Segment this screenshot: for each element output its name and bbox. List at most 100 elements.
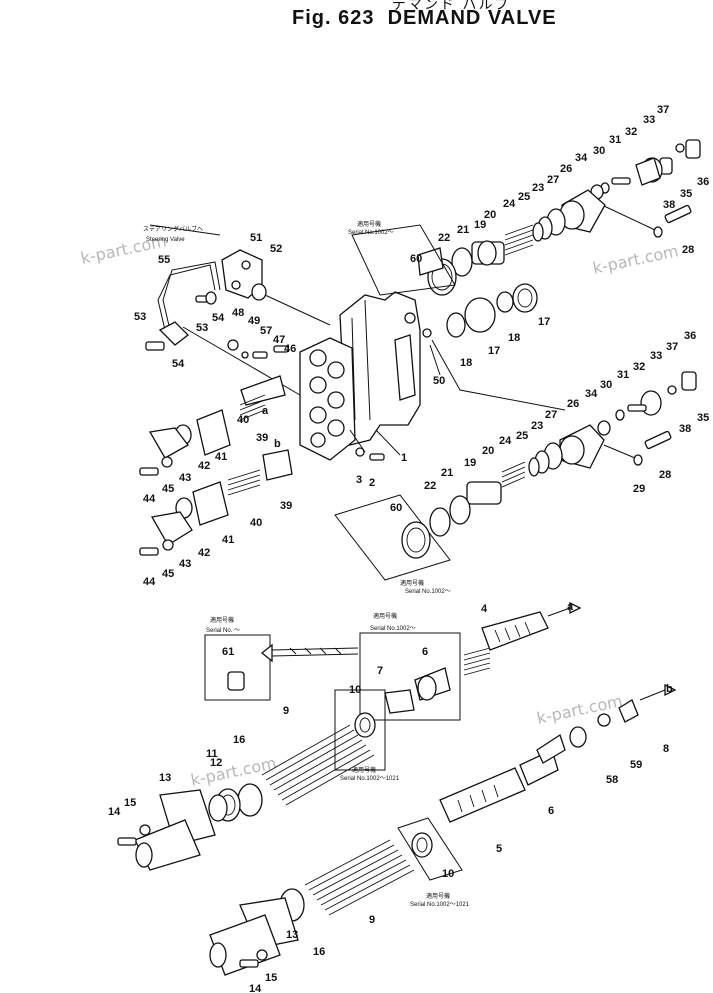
part-label: 49 — [248, 315, 260, 327]
part-label: 19 — [464, 457, 476, 469]
part-label: 5 — [496, 843, 502, 855]
part-label: 22 — [438, 232, 450, 244]
part-label: a — [567, 601, 574, 613]
part-label: 39 — [256, 432, 268, 444]
part-label: 35 — [697, 412, 709, 424]
part-label: 48 — [232, 307, 244, 319]
part-label: 45 — [162, 568, 174, 580]
part-label: 2 — [369, 477, 375, 489]
part-label: 36 — [684, 330, 696, 342]
part-label: 40 — [237, 414, 249, 426]
part-label: 18 — [460, 357, 472, 369]
part-label: 20 — [482, 445, 494, 457]
part-label: 27 — [547, 174, 559, 186]
part-label: 28 — [659, 469, 671, 481]
part-label: 44 — [143, 576, 156, 588]
part-label: b — [666, 683, 673, 695]
middle-right-assembly — [429, 371, 697, 537]
part-label: 17 — [538, 316, 550, 328]
part-label: 21 — [441, 467, 453, 479]
part-label: 41 — [222, 534, 234, 546]
part-label: 41 — [215, 451, 227, 463]
upper-inset: 適用号機 Serial No.1002～ — [348, 220, 456, 296]
part-label: 25 — [516, 430, 528, 442]
serial-note: Serial No.1002～ — [370, 626, 416, 632]
part-label: 45 — [162, 483, 174, 495]
serial-note: Serial No.1002～1021 — [340, 776, 400, 782]
part-label: 13 — [159, 772, 171, 784]
part-label: 20 — [484, 209, 496, 221]
part-label: 21 — [457, 224, 469, 236]
part-label: 29 — [633, 483, 645, 495]
part-label: 43 — [179, 472, 191, 484]
part-label: 23 — [531, 420, 543, 432]
part-label: 4 — [481, 603, 488, 615]
steering-en: Steering Valve — [146, 237, 185, 243]
part-label: 17 — [488, 345, 500, 357]
part-label: 1 — [401, 452, 407, 464]
part-label: 18 — [508, 332, 520, 344]
part-label: 54 — [172, 358, 185, 370]
part-label: 6 — [548, 805, 554, 817]
part-label: 11 — [206, 748, 218, 760]
port-plate — [299, 337, 356, 461]
part-label: 32 — [625, 126, 637, 138]
part-label: 16 — [233, 734, 245, 746]
part-label: 10 — [349, 684, 361, 696]
part-label: 37 — [666, 341, 678, 353]
part-label: 6 — [422, 646, 428, 658]
part-label: 13 — [286, 929, 298, 941]
applicable-label: 適用号機 — [400, 579, 424, 587]
part-label: 7 — [377, 665, 383, 677]
part-label: 27 — [545, 409, 557, 421]
part-label: 16 — [313, 946, 325, 958]
part-label: 43 — [179, 558, 191, 570]
part-label: 44 — [143, 493, 156, 505]
part-label: 55 — [158, 254, 170, 266]
serial-note: Serial No.1002～ — [405, 589, 451, 595]
part-label: 30 — [593, 145, 605, 157]
part-label: 39 — [280, 500, 292, 512]
steering-jp: ステアリングバルブへ — [143, 225, 203, 233]
part-label: 42 — [198, 547, 210, 559]
part-label: 34 — [575, 152, 588, 164]
part-label: 53 — [134, 311, 146, 323]
part-label: 33 — [650, 350, 662, 362]
part-label: 12 — [210, 757, 222, 769]
part-label: 53 — [196, 322, 208, 334]
part-label: 35 — [680, 188, 692, 200]
part-label: 10 — [442, 868, 454, 880]
left-assembly — [139, 224, 385, 556]
part-labels: 37 33 32 31 30 34 26 27 23 25 24 20 19 2… — [108, 104, 709, 993]
part-label: 40 — [250, 517, 262, 529]
middle-inset: 適用号機 Serial No.1002～ — [334, 494, 451, 595]
part-label: 58 — [606, 774, 618, 786]
part-label: 57 — [260, 325, 272, 337]
part-label: 33 — [643, 114, 655, 126]
part-label: 60 — [390, 502, 402, 514]
serial-note: Serial No.1002～ — [348, 230, 394, 236]
part-label: 47 — [273, 334, 285, 346]
part-label: 52 — [270, 243, 282, 255]
part-label: 24 — [503, 198, 516, 210]
bottom-assembly: 適用号機 Serial No. ～ 適用号機 Serial No.1002～ — [117, 601, 677, 976]
part-label: 26 — [560, 163, 572, 175]
part-label: 30 — [600, 379, 612, 391]
part-label: 42 — [198, 460, 210, 472]
part-label: 9 — [369, 914, 375, 926]
part-label: 32 — [633, 361, 645, 373]
part-label: 36 — [697, 176, 709, 188]
valve-body — [339, 291, 432, 446]
part-label: 31 — [617, 369, 629, 381]
applicable-label: 適用号機 — [352, 766, 376, 774]
upper-right-assembly — [417, 139, 701, 338]
part-label: 15 — [124, 797, 136, 809]
part-label: a — [262, 405, 269, 417]
part-label: 31 — [609, 134, 621, 146]
part-label: 54 — [212, 312, 225, 324]
part-label: 38 — [663, 199, 675, 211]
title-japanese: デマンド バルブ — [392, 0, 511, 13]
applicable-label: 適用号機 — [357, 220, 381, 228]
serial-note: Serial No. ～ — [206, 628, 240, 634]
applicable-label: 適用号機 — [426, 892, 450, 900]
